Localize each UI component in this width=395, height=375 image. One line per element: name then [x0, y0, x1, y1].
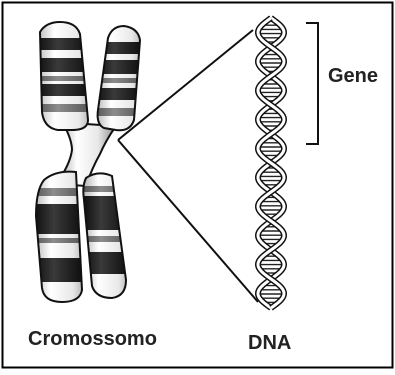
dna-label: DNA	[248, 333, 291, 353]
chromosome-label: Cromossomo	[28, 329, 157, 349]
gene-label: Gene	[328, 66, 378, 86]
